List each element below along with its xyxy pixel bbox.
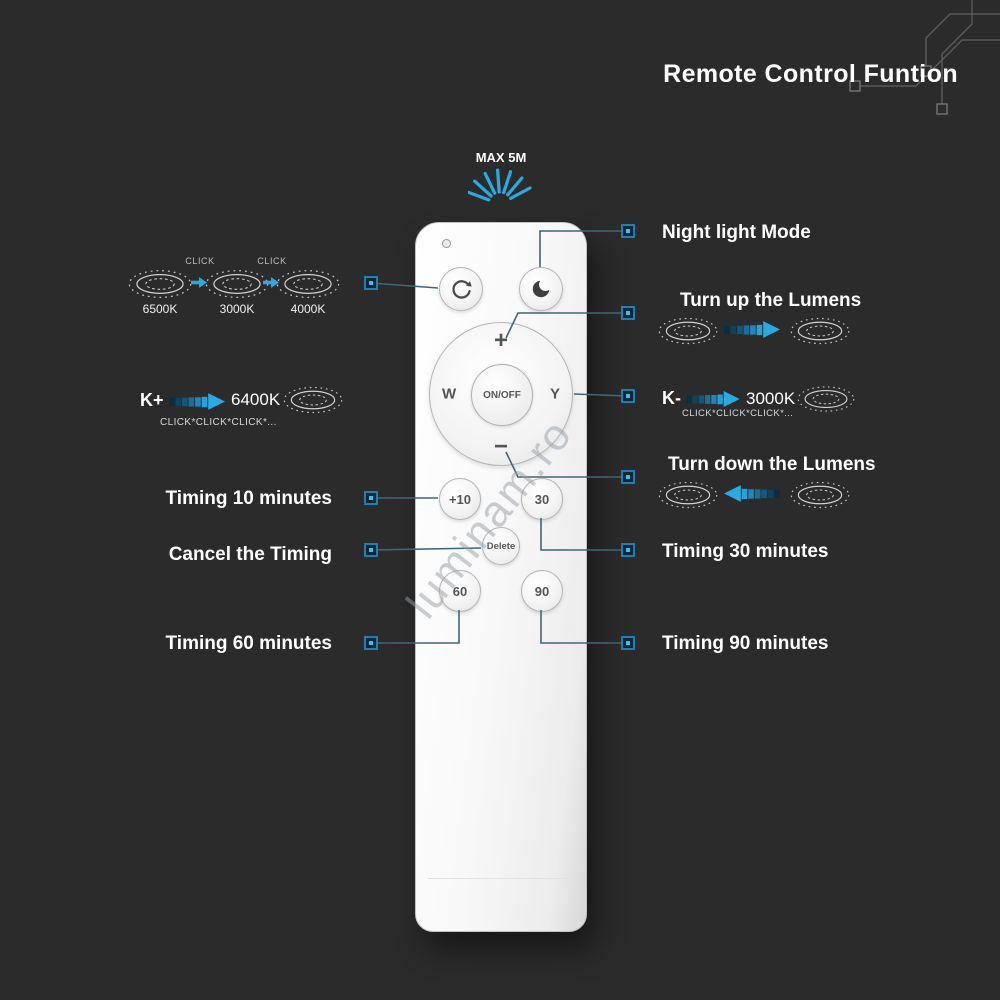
night-mode-label: Night light Mode: [662, 222, 811, 243]
node-timing60: [364, 636, 378, 650]
node-cancel: [364, 543, 378, 557]
ceiling-light-icon: [205, 268, 269, 300]
k-plus-label: K+: [140, 390, 164, 410]
node-kelvin: [364, 276, 378, 290]
ceiling-light-icon: [276, 268, 340, 300]
k-plus-click-text: CLICK*CLICK*CLICK*...: [160, 417, 277, 428]
arrow-right-icon: [191, 277, 207, 288]
timing-10-label: Timing 10 minutes: [165, 488, 332, 509]
ceiling-light-icon: [790, 316, 850, 346]
page-title: Remote Control Funtion: [663, 60, 958, 88]
k-minus-label: K-: [662, 388, 681, 408]
circuit-decoration: [849, 0, 1000, 115]
ir-led: [442, 239, 451, 248]
kelvin-label-2: 3000K: [219, 302, 255, 316]
w-button-label[interactable]: W: [442, 385, 457, 403]
timer-90-button[interactable]: 90: [521, 570, 563, 612]
k-minus-click-text: CLICK*CLICK*CLICK*...: [682, 408, 794, 419]
timing-60-label: Timing 60 minutes: [165, 633, 332, 654]
timer-60-button[interactable]: 60: [439, 570, 481, 612]
wifi-rays-icon: [468, 168, 532, 202]
k-minus-value: 3000K: [746, 389, 796, 408]
kelvin-label-1: 6500K: [142, 302, 178, 316]
timing-30-label: Timing 30 minutes: [662, 541, 829, 562]
delete-button[interactable]: Delete: [482, 527, 520, 565]
ceiling-light-icon: [658, 316, 718, 346]
k-plus-value: 6400K: [231, 390, 281, 409]
node-timing30: [621, 543, 635, 557]
ceiling-light-icon: [790, 480, 850, 510]
night-light-button[interactable]: [519, 267, 563, 311]
node-lumens-down: [621, 470, 635, 484]
ceiling-light-icon: [797, 384, 855, 414]
dpad-ring[interactable]: + − W Y ON/OFF: [429, 322, 573, 466]
ceiling-light-icon: [128, 268, 192, 300]
blue-gradient-arrow-icon: [724, 321, 780, 338]
node-timing10: [364, 491, 378, 505]
click-label: CLICK: [185, 256, 215, 266]
node-k-minus: [621, 389, 635, 403]
node-lumens-up: [621, 306, 635, 320]
remote-control-body: + − W Y ON/OFF +10 30 Delete 60 90: [415, 222, 587, 932]
color-temp-cycle-button[interactable]: [439, 267, 483, 311]
blue-gradient-arrow-icon: [169, 393, 225, 410]
cancel-timing-label: Cancel the Timing: [168, 544, 332, 565]
timing-90-label: Timing 90 minutes: [662, 633, 829, 654]
node-night: [621, 224, 635, 238]
blue-gradient-arrow-left-icon: [724, 485, 780, 502]
arrow-right-icon: [263, 277, 279, 288]
lumens-down-label: Turn down the Lumens: [668, 454, 876, 475]
y-button-label[interactable]: Y: [549, 385, 560, 403]
cycle-arrows-icon: [452, 280, 472, 299]
timer-30-button[interactable]: 30: [521, 478, 563, 520]
ceiling-light-icon: [658, 480, 718, 510]
blue-gradient-arrow-icon: [686, 391, 740, 407]
power-button[interactable]: ON/OFF: [471, 364, 533, 426]
brightness-up-label[interactable]: +: [493, 327, 508, 354]
battery-cover-seam: [428, 878, 574, 879]
lumens-up-label: Turn up the Lumens: [680, 290, 862, 311]
click-label: CLICK: [257, 256, 287, 266]
crescent-moon-icon: [532, 280, 550, 298]
timer-plus10-button[interactable]: +10: [439, 478, 481, 520]
ceiling-light-icon: [283, 385, 343, 415]
kelvin-label-3: 4000K: [290, 302, 326, 316]
node-timing90: [621, 636, 635, 650]
brightness-down-label[interactable]: −: [493, 433, 508, 460]
max-range-label: MAX 5M: [475, 150, 527, 165]
